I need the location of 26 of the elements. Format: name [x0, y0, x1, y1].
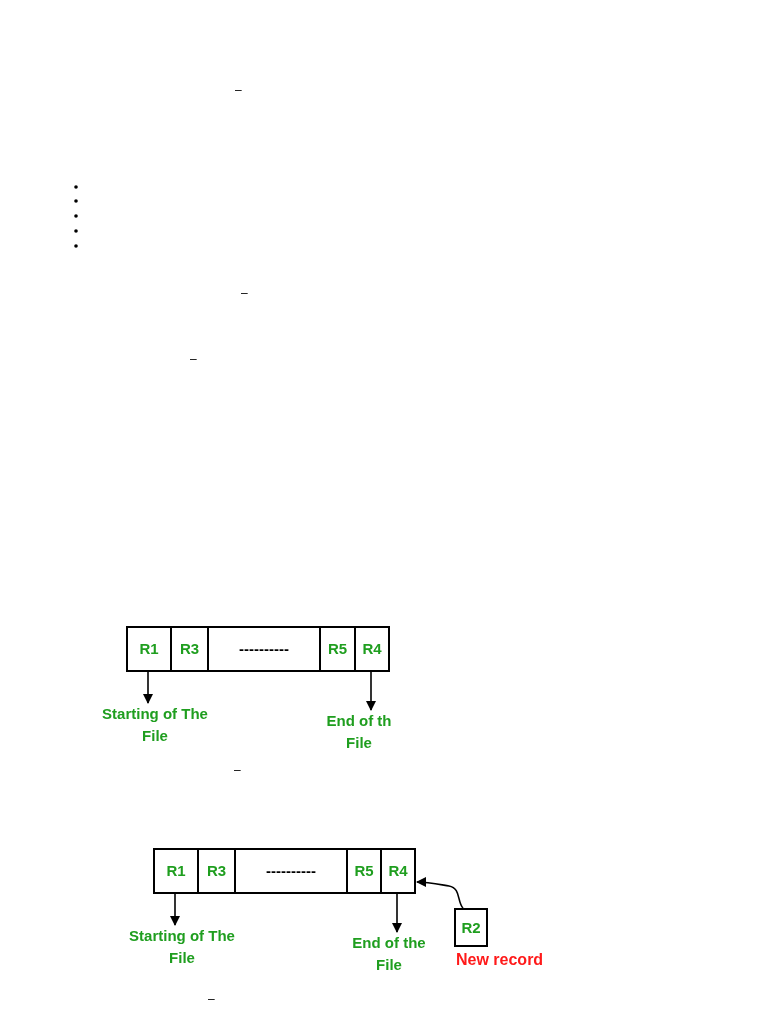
arrow: [392, 893, 402, 933]
arrow: [170, 893, 180, 926]
position-label: End of the File: [346, 932, 432, 976]
record-cell: R3: [170, 626, 209, 672]
dash-mark: –: [190, 353, 197, 365]
dash-mark: –: [234, 764, 241, 776]
record-caption: New record: [456, 950, 544, 970]
position-label: End of th File: [322, 710, 396, 754]
record-cell: R4: [354, 626, 390, 672]
ellipsis-cell: ----------: [207, 626, 321, 672]
record-name: R2: [461, 917, 481, 938]
record-cell: R1: [153, 848, 199, 894]
dash-mark: –: [235, 84, 242, 96]
record-cell: R4: [380, 848, 416, 894]
arrow: [366, 671, 376, 711]
record-cell: R5: [319, 626, 356, 672]
arrow: [143, 671, 153, 704]
record-cell: R5: [346, 848, 382, 894]
ellipsis-cell: ----------: [234, 848, 348, 894]
position-label: Starting of The File: [96, 703, 214, 747]
dash-mark: –: [241, 287, 248, 299]
record-cell: R1: [126, 626, 172, 672]
record-cell: R3: [197, 848, 236, 894]
dash-mark: –: [208, 993, 215, 1005]
arrow: [416, 877, 464, 909]
position-label: Starting of The File: [122, 925, 242, 969]
